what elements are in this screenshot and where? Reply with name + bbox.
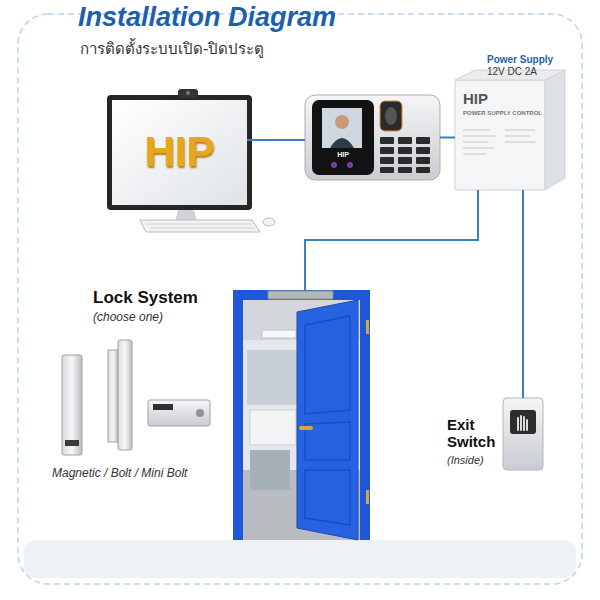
door-illustration <box>233 290 370 540</box>
brand-text: HIP <box>312 151 374 158</box>
floor-band <box>24 540 576 578</box>
device-heading: Power Supply <box>487 54 600 65</box>
wire-connector <box>522 190 524 398</box>
group-note: (choose one) <box>93 310 163 324</box>
group-heading: Lock System <box>93 288 198 308</box>
device-note: (Inside) <box>447 454 501 466</box>
dashed-frame <box>18 14 582 584</box>
wire-connector <box>440 137 455 139</box>
wire-connector <box>247 139 305 141</box>
power-supply: Power Supply12V DC 2AHIPPOWER SUPPLY CON… <box>455 80 545 190</box>
lock-options-illustration <box>62 340 210 455</box>
subtitle-text: การติดตั้งระบบเปิด-ปิดประตู <box>80 37 264 61</box>
face-scanner: HIP <box>305 95 440 180</box>
lock-types-text: Magnetic / Bolt / Mini Bolt <box>52 466 187 480</box>
power-supply-illustration <box>455 70 565 190</box>
lock-wire <box>305 190 478 291</box>
rating-text: 12V DC 2A <box>487 66 600 77</box>
face-scanner-illustration <box>305 95 440 180</box>
monitor-illustration <box>107 89 275 232</box>
exit-switch-illustration <box>503 398 543 470</box>
brand-text: HIP <box>463 90 523 107</box>
panel-text: POWER SUPPLY CONTROL <box>463 110 547 116</box>
brand-text: HIP <box>112 128 247 176</box>
exit-switch: Exit Switch(Inside) <box>503 398 543 470</box>
computer-monitor: HIP <box>112 100 247 205</box>
diagram-title: Installation Diagram <box>78 2 336 33</box>
device-heading: Exit Switch <box>447 416 501 450</box>
